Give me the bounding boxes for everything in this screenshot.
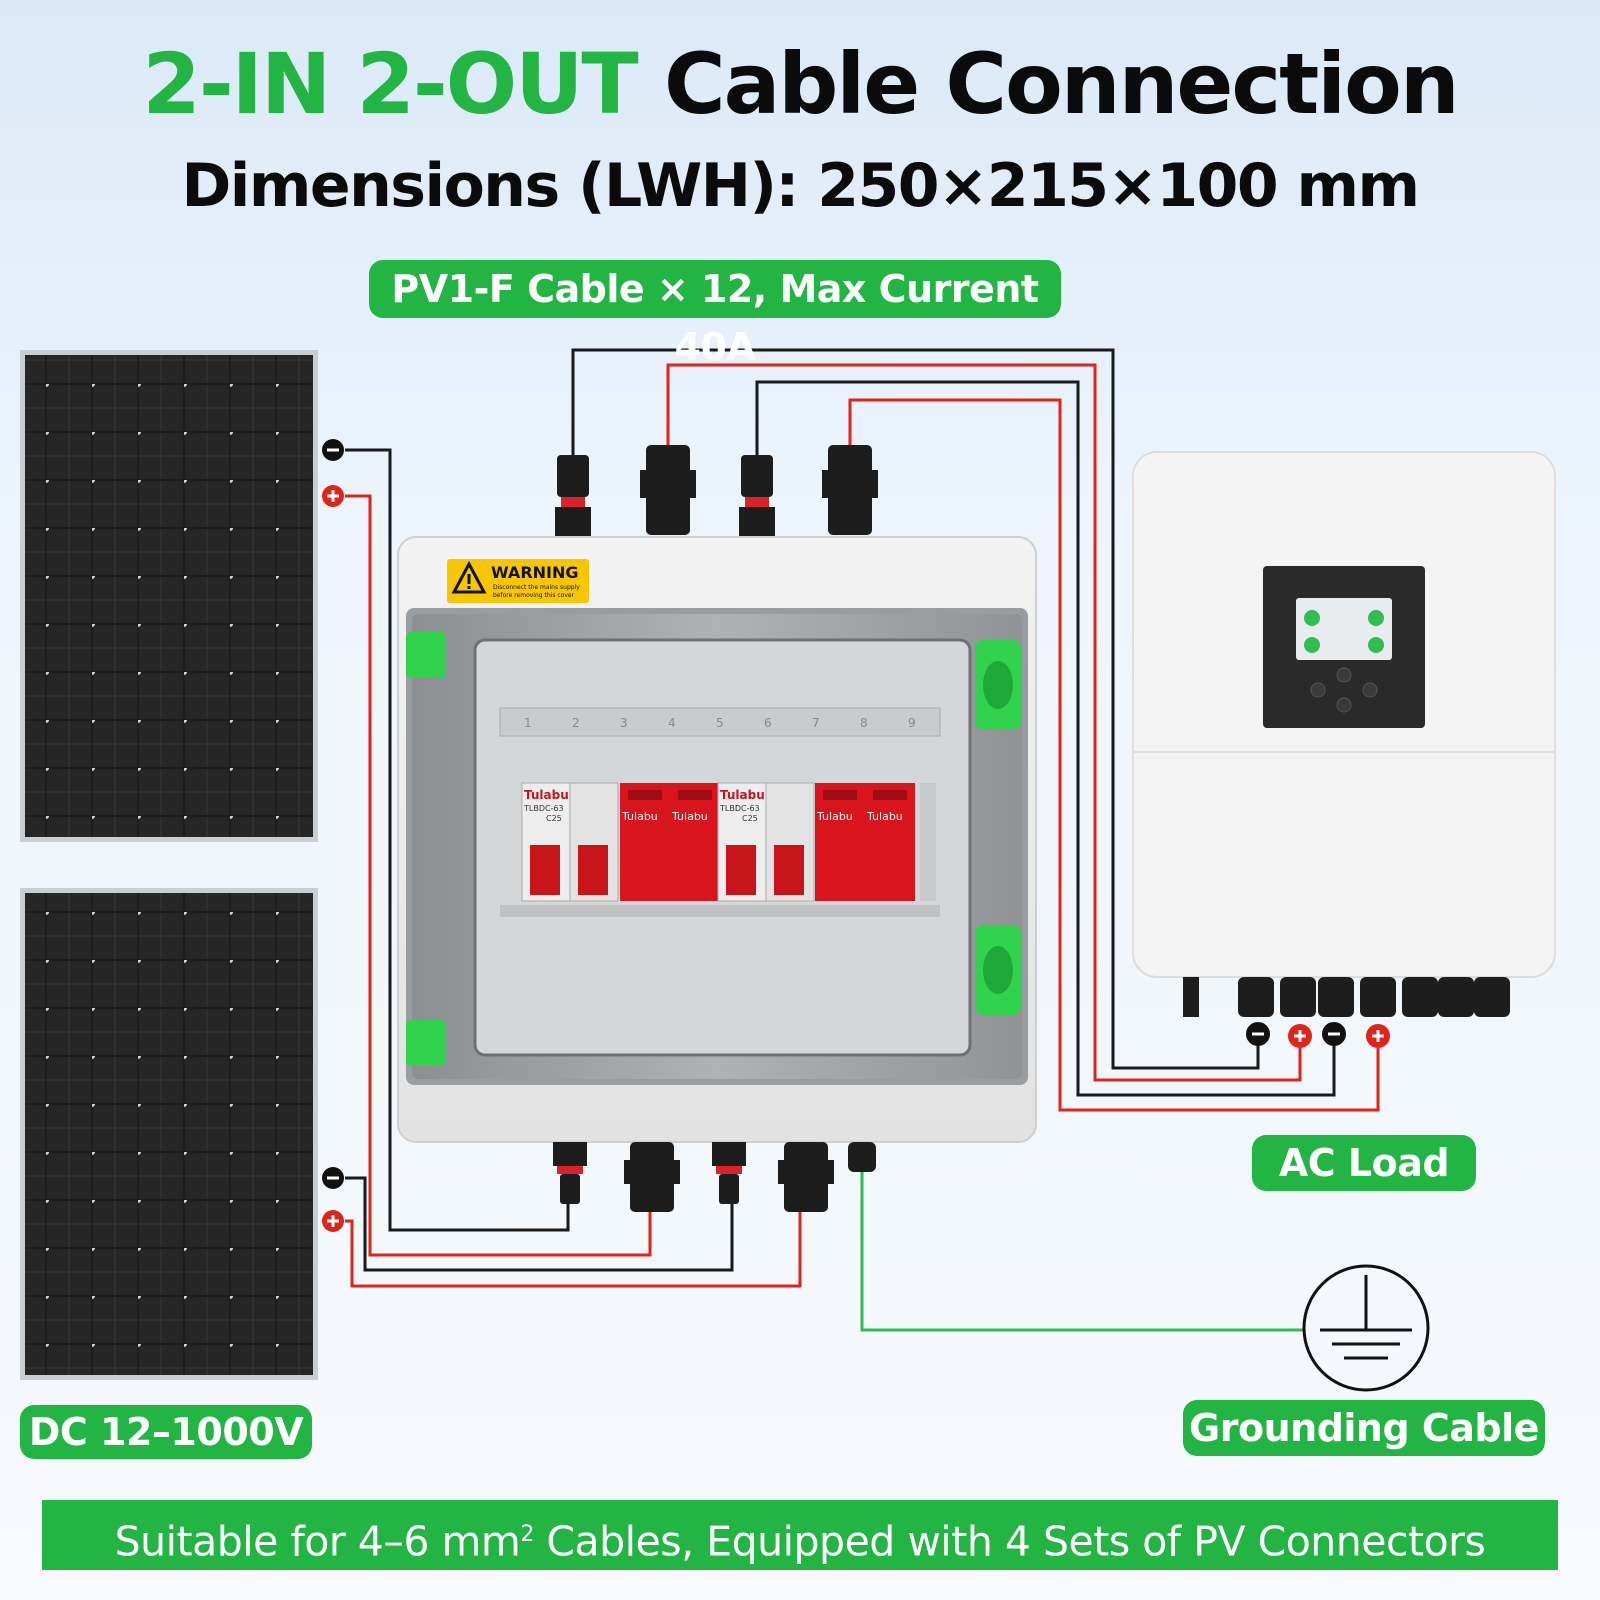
- plus-icon: [322, 485, 344, 507]
- ground-icon: [1302, 1264, 1430, 1392]
- warning-line1: Disconnect the mains supply: [493, 584, 580, 591]
- surge-protector-icon: [815, 783, 915, 901]
- dc-range-label: DC 12–1000V: [20, 1405, 312, 1459]
- rail-number: 1: [524, 716, 532, 730]
- pv-connector-female-bottom: [624, 1142, 680, 1212]
- cable-gland: [848, 1142, 876, 1172]
- output-wires: [571, 348, 1380, 1112]
- pv-connector-male-bottom: [553, 1142, 587, 1204]
- breaker-brand: Tulabu: [720, 788, 765, 802]
- rail-number: 3: [620, 716, 628, 730]
- breaker-brand: Tulabu: [524, 788, 569, 802]
- top-connectors: [555, 445, 878, 537]
- spd-brand: Tulabu: [671, 810, 708, 823]
- rail-number: 7: [812, 716, 820, 730]
- inverter-icon: [1132, 451, 1556, 1017]
- pv-connector-male-top: [739, 455, 775, 537]
- ac-load-label: AC Load: [1252, 1135, 1476, 1191]
- rail-number: 9: [908, 716, 916, 730]
- minus-icon: [322, 439, 344, 461]
- banner-superscript: 2: [520, 1522, 534, 1547]
- dimensions-subtitle: Dimensions (LWH): 250×215×100 mm: [181, 151, 1420, 221]
- rail-number: 4: [668, 716, 676, 730]
- plus-icon: [322, 1210, 344, 1232]
- ground-wire: [860, 1170, 1303, 1332]
- breaker-icon: [717, 782, 815, 902]
- warning-sticker: [447, 559, 589, 603]
- solar-panel-icon: [20, 350, 318, 842]
- page-title: 2-IN 2-OUT Cable Connection: [0, 42, 1600, 126]
- warning-icon: [451, 560, 487, 594]
- grounding-cable-label: Grounding Cable: [1183, 1400, 1545, 1456]
- pv-connector-male-bottom: [712, 1142, 746, 1204]
- breaker-model: TLBDC-63: [719, 804, 760, 813]
- pv-connector-male-top: [555, 455, 591, 537]
- bottom-connectors: [553, 1142, 876, 1212]
- breaker-rating: C25: [546, 814, 562, 823]
- spd-brand: Tulabu: [866, 810, 903, 823]
- title-rest: Cable Connection: [663, 35, 1460, 133]
- minus-icon: [1322, 1022, 1346, 1046]
- rail-numbers: 1 2 3 4 5 6 7 8 9: [524, 716, 916, 730]
- rail-number: 8: [860, 716, 868, 730]
- banner-text-before: Suitable for 4–6 mm: [114, 1517, 521, 1566]
- banner-text-after: Cables, Equipped with 4 Sets of PV Conne…: [533, 1517, 1486, 1566]
- spd-brand: Tulabu: [816, 810, 853, 823]
- footer-banner: Suitable for 4–6 mm2 Cables, Equipped wi…: [42, 1500, 1558, 1570]
- cable-spec-label: PV1-F Cable × 12, Max Current 40A: [369, 260, 1061, 369]
- warning-title: WARNING: [491, 563, 579, 582]
- minus-icon: [1246, 1022, 1270, 1046]
- breaker-rating: C25: [742, 814, 758, 823]
- plus-icon: [1288, 1024, 1312, 1048]
- hinge-latch: [406, 1020, 446, 1066]
- breaker-icon: [521, 782, 619, 902]
- pv-connector-female-bottom: [778, 1142, 834, 1212]
- pv-connector-female-top: [640, 445, 696, 535]
- warning-line2: before removing this cover: [493, 592, 575, 599]
- minus-icon: [322, 1167, 344, 1189]
- plus-icon: [1366, 1024, 1390, 1048]
- breaker-model: TLBDC-63: [523, 804, 564, 813]
- pv-connector-female-top: [822, 445, 878, 535]
- input-wires: [345, 448, 802, 1288]
- hinge-latch: [406, 632, 446, 678]
- surge-protector-icon: [620, 783, 720, 901]
- rail-number: 6: [764, 716, 772, 730]
- blank-module: [920, 783, 936, 901]
- spd-brand: Tulabu: [621, 810, 658, 823]
- title-highlight: 2-IN 2-OUT: [142, 35, 638, 133]
- solar-panel-icon: [20, 888, 318, 1380]
- rail-number: 2: [572, 716, 580, 730]
- rail-number: 5: [716, 716, 724, 730]
